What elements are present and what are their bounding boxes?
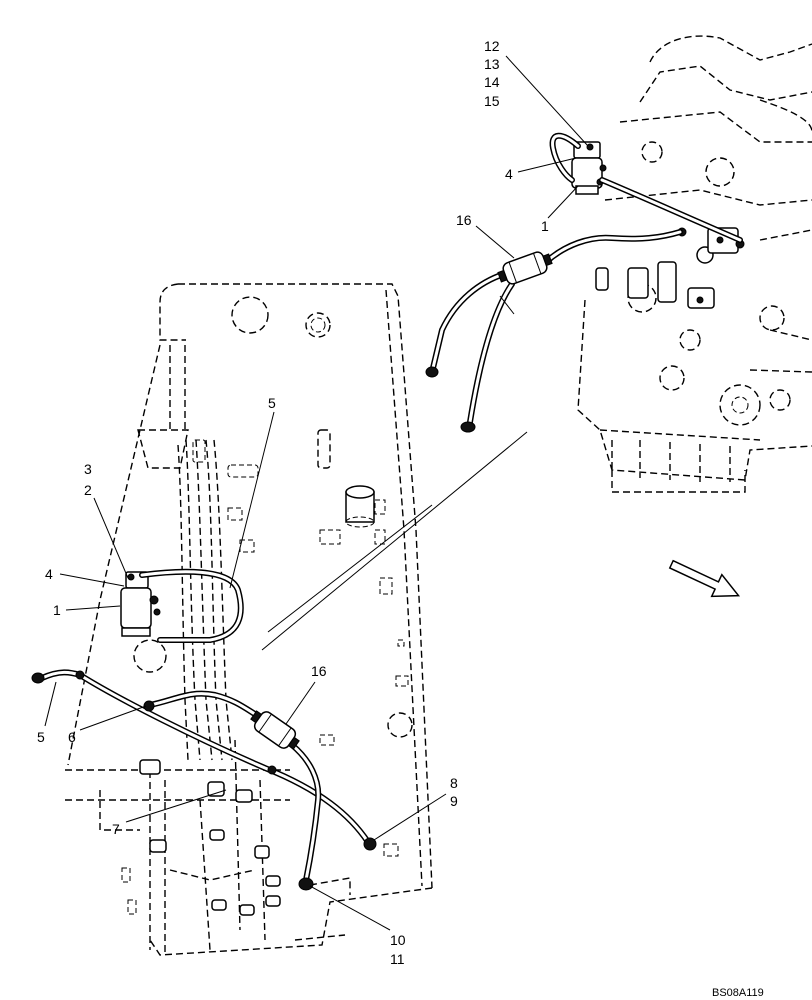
- hose-bundle: [177, 439, 233, 761]
- callout-5-top: 5: [268, 395, 276, 411]
- callout-7: 7: [112, 821, 120, 837]
- upper-hoses: [425, 132, 743, 433]
- callout-5-bottom: 5: [37, 729, 45, 745]
- callout-11: 11: [390, 951, 405, 967]
- callout-4-upper: 4: [505, 166, 513, 182]
- engine-block: [577, 35, 812, 493]
- lower-hoses: [31, 568, 377, 891]
- callout-3: 3: [84, 461, 92, 477]
- plate-callouts: 5 3 2 4 1 5 6 16 8 9 7 10 11: [37, 395, 458, 967]
- callout-10: 10: [390, 932, 406, 948]
- injection-pump: [595, 227, 745, 309]
- lower-solenoid-valve: [120, 571, 167, 673]
- mounting-plate: [67, 283, 433, 956]
- engine-callouts: 12 13 14 15 4 1 16: [456, 38, 549, 234]
- upper-fuel-filter: [497, 251, 553, 285]
- callout-16-upper: 16: [456, 212, 472, 228]
- leader-lines: [44, 55, 589, 931]
- lower-fuel-filter: [250, 710, 300, 750]
- callout-13: 13: [484, 56, 500, 72]
- upper-solenoid-valve: [571, 141, 607, 195]
- callout-1-upper: 1: [541, 218, 549, 234]
- callout-6: 6: [68, 729, 76, 745]
- figure-code: BS08A119: [712, 987, 764, 999]
- lower-frame: [65, 739, 399, 955]
- callout-8: 8: [450, 775, 458, 791]
- callout-2: 2: [84, 482, 92, 498]
- callout-9: 9: [450, 793, 458, 809]
- accumulator: [345, 485, 375, 528]
- callout-1-lower: 1: [53, 602, 61, 618]
- callout-4-lower: 4: [45, 566, 53, 582]
- view-connection-lines: [261, 431, 528, 651]
- direction-arrow-icon: [668, 559, 741, 598]
- callout-16-lower: 16: [311, 663, 327, 679]
- callout-15: 15: [484, 93, 500, 109]
- callout-14: 14: [484, 74, 500, 90]
- callout-12: 12: [484, 38, 500, 54]
